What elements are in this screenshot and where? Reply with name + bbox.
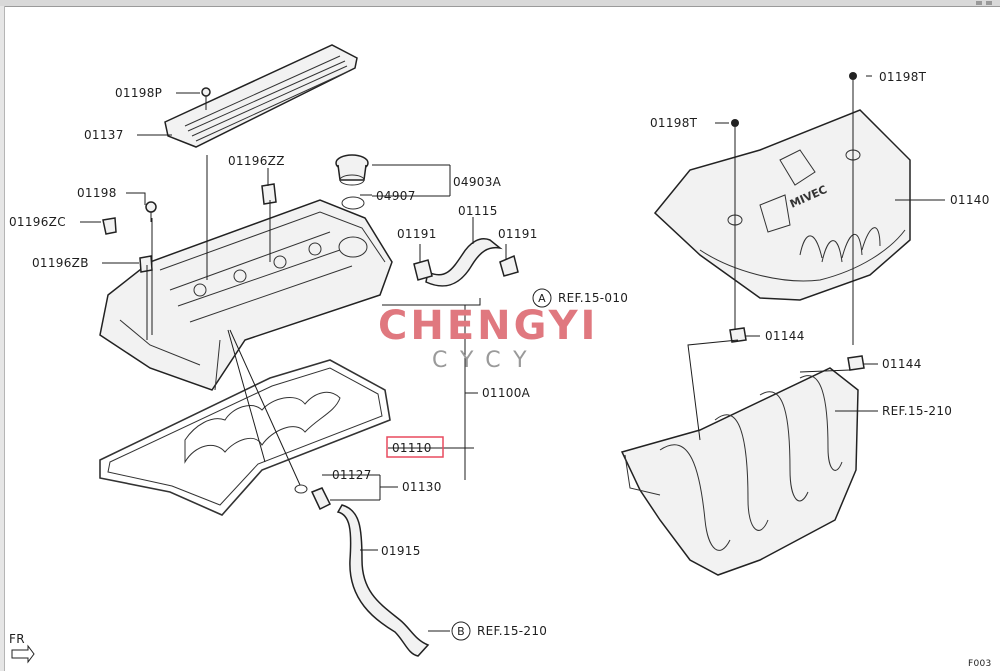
svg-text:B: B <box>457 625 465 638</box>
part-label-04907: 04907 <box>376 189 416 203</box>
part-label-01198T-top: 01198T <box>879 70 927 84</box>
hose-clamp <box>413 254 519 281</box>
engine-top-cover-strip <box>164 44 358 148</box>
rocker-cover <box>99 199 393 391</box>
window-corner-mark <box>976 1 982 5</box>
part-label-01144-left: 01144 <box>765 329 805 343</box>
reference-label-15-210: REF.15-210 <box>882 404 952 418</box>
part-label-04903A: 04903A <box>453 175 502 189</box>
part-label-01115: 01115 <box>458 204 498 218</box>
front-label: FR <box>9 632 25 646</box>
part-label-01191-right: 01191 <box>498 227 538 241</box>
grommet-01144-left <box>729 327 747 343</box>
window-corner-mark <box>986 1 992 5</box>
engine-cover: MIVEC <box>653 109 911 301</box>
breather-hose <box>425 238 503 287</box>
reference-label-b: REF.15-210 <box>477 624 547 638</box>
reference-marker-a: A <box>532 288 552 308</box>
oil-filler-cap <box>335 154 369 186</box>
grommet-01144-right <box>847 355 865 371</box>
part-label-01110: 01110 <box>392 441 432 455</box>
part-label-01198P: 01198P <box>115 86 162 100</box>
rocker-cover-gasket <box>99 359 391 516</box>
bracket-01196ZC <box>102 217 117 235</box>
oil-cap-gasket <box>341 196 365 210</box>
part-label-01140: 01140 <box>950 193 990 207</box>
bolt-01198P <box>201 87 211 110</box>
figure-code: F003 <box>968 659 992 669</box>
part-label-01127: 01127 <box>332 468 372 482</box>
window-left-edge <box>0 6 5 671</box>
window-top-bar <box>0 0 1000 7</box>
bracket-01196ZZ <box>261 183 277 205</box>
pcv-valve <box>294 484 332 511</box>
watermark-sub: CYCY <box>432 348 540 373</box>
clip-01196ZB <box>139 255 153 273</box>
part-label-01198: 01198 <box>77 186 117 200</box>
part-label-01196ZZ: 01196ZZ <box>228 154 285 168</box>
front-arrow-icon <box>11 644 35 664</box>
bolt-01198 <box>145 201 157 222</box>
bolt-01198T-left <box>731 119 739 145</box>
leader-lines <box>80 75 945 632</box>
front-direction-indicator: FR <box>9 632 35 664</box>
part-label-01198T-left: 01198T <box>650 116 698 130</box>
part-label-01915: 01915 <box>381 544 421 558</box>
intake-manifold <box>620 367 859 576</box>
part-label-01196ZC: 01196ZC <box>9 215 66 229</box>
highlight-box-01110 <box>386 436 444 458</box>
reference-marker-b: B <box>451 621 471 641</box>
bolt-01198T-top <box>849 72 857 100</box>
pcv-hose <box>336 504 430 657</box>
part-label-01144-right: 01144 <box>882 357 922 371</box>
svg-text:A: A <box>538 292 546 305</box>
watermark-brand: CHENGYI <box>378 303 598 349</box>
part-label-01130: 01130 <box>402 480 442 494</box>
part-label-01196ZB: 01196ZB <box>32 256 89 270</box>
reference-label-a: REF.15-010 <box>558 291 628 305</box>
part-label-01100A: 01100A <box>482 386 531 400</box>
part-label-01191-left: 01191 <box>397 227 437 241</box>
part-label-01137: 01137 <box>84 128 124 142</box>
